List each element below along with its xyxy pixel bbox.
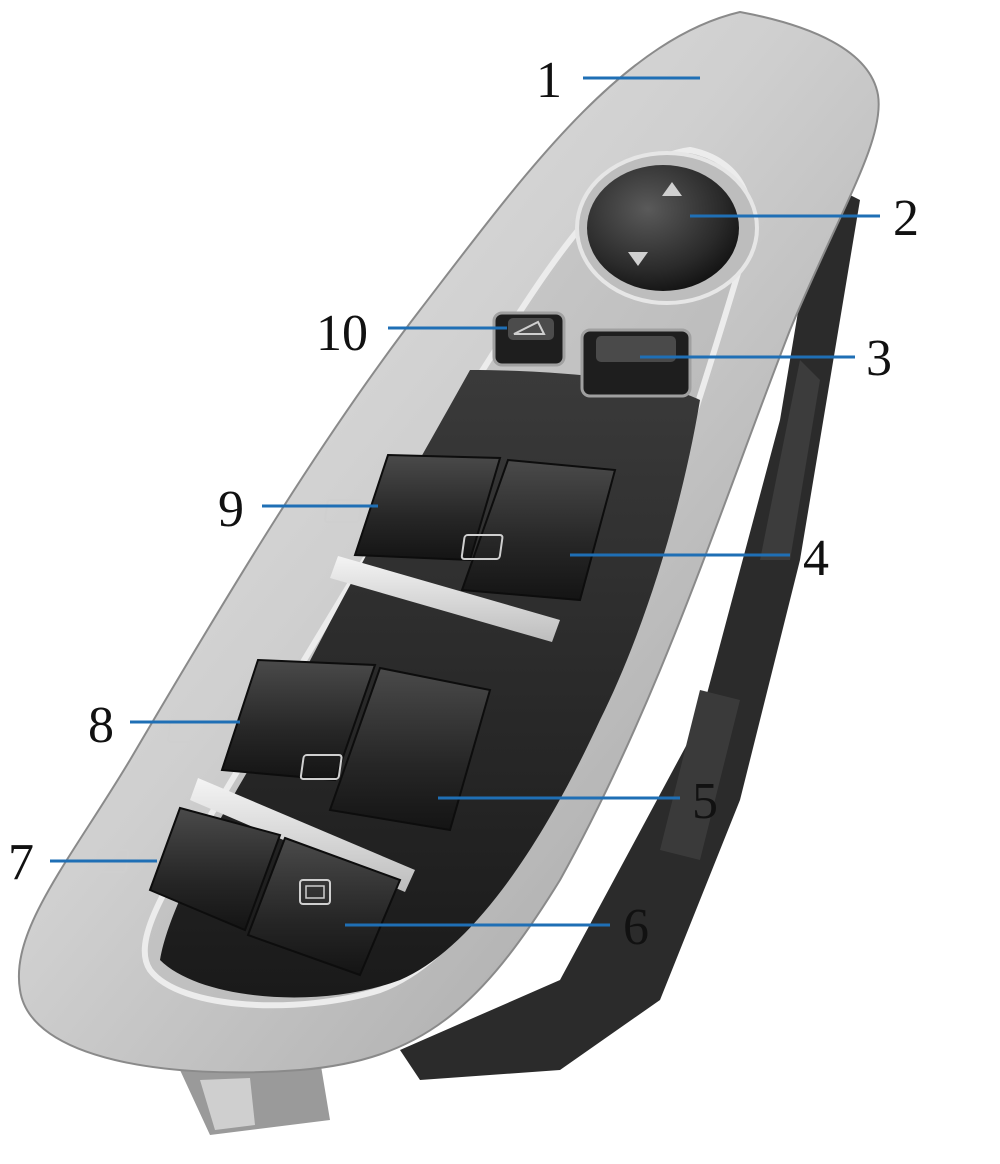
lock-icon-inner [305, 885, 325, 899]
divider-bar-lower [190, 778, 415, 892]
lock-icon [299, 879, 331, 905]
window-icon [167, 719, 206, 743]
window-icon [299, 754, 343, 780]
callout-number-7: 7 [8, 834, 34, 891]
callout-number-3: 3 [866, 330, 892, 387]
callout-number-10: 10 [316, 305, 368, 362]
divider-bar-upper [330, 556, 560, 642]
callout-number-5: 5 [692, 773, 718, 830]
arrow-up-icon [662, 182, 682, 196]
window-switch-4[interactable] [460, 458, 617, 602]
callouts: 1 2 3 4 5 6 7 8 9 10 [8, 52, 919, 956]
mirror-icon [513, 320, 546, 335]
callout-number-6: 6 [623, 899, 649, 956]
callout-number-2: 2 [893, 190, 919, 247]
callout-number-9: 9 [218, 481, 244, 538]
switch-10[interactable] [492, 311, 566, 367]
window-icon [460, 534, 504, 560]
callout-number-8: 8 [88, 697, 114, 754]
callout-number-4: 4 [803, 530, 829, 587]
arrow-down-icon [628, 252, 648, 266]
window-icon [324, 499, 363, 523]
switch-3[interactable] [580, 328, 692, 398]
window-lock-switch[interactable] [246, 836, 402, 977]
mirror-adjust-knob[interactable] [575, 151, 759, 305]
window-switch-5[interactable] [299, 666, 492, 832]
callout-number-1: 1 [536, 52, 562, 109]
